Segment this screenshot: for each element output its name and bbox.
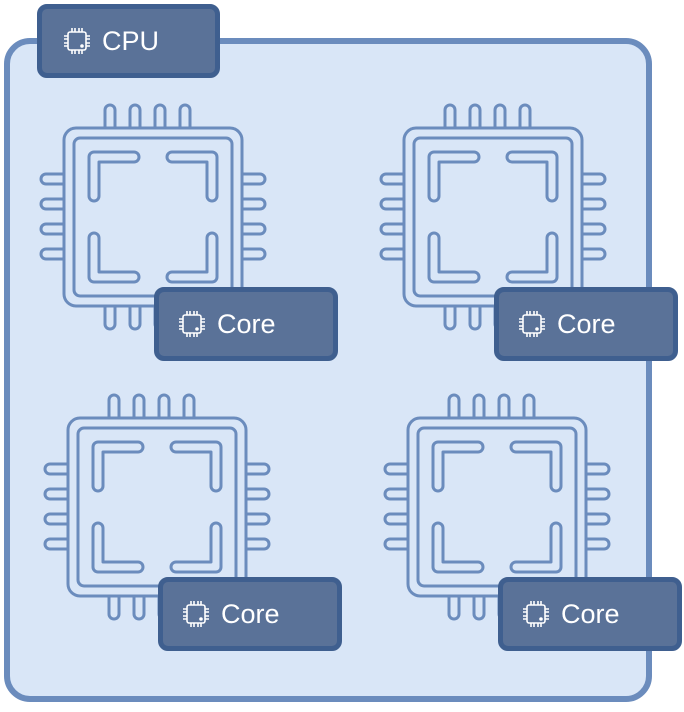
core-label-tag: Core bbox=[494, 287, 678, 361]
core-label-tag: Core bbox=[154, 287, 338, 361]
chip-icon bbox=[62, 26, 92, 56]
core-label-tag: Core bbox=[498, 577, 682, 651]
core-label: Core bbox=[561, 598, 620, 629]
chip-icon bbox=[181, 599, 211, 629]
core-label: Core bbox=[221, 598, 280, 629]
cpu-label-tag: CPU bbox=[37, 4, 220, 78]
chip-icon bbox=[177, 309, 207, 339]
chip-icon bbox=[521, 599, 551, 629]
core-label-tag: Core bbox=[158, 577, 342, 651]
core-label: Core bbox=[217, 308, 276, 339]
cpu-label: CPU bbox=[102, 25, 160, 56]
core-label: Core bbox=[557, 308, 616, 339]
chip-icon bbox=[517, 309, 547, 339]
